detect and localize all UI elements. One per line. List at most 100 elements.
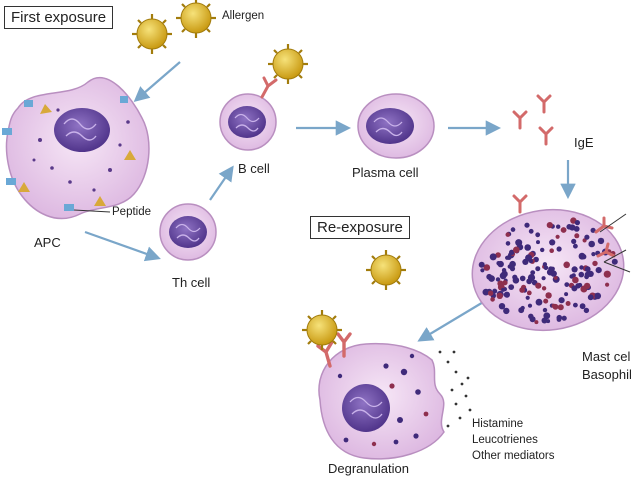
peptide-pointer — [73, 209, 111, 213]
apc-receptors — [2, 96, 128, 211]
allergen-particle — [132, 14, 172, 54]
mast-cell-granule — [513, 246, 520, 254]
mast-cell-granule — [594, 292, 602, 300]
mast-cell-granule — [535, 232, 541, 238]
mast-cell-granule — [495, 252, 501, 258]
allergen-particle — [366, 250, 406, 290]
mast-cell-granule — [597, 237, 605, 245]
mast-cell-granule — [498, 303, 506, 310]
mast-cell-granule — [541, 286, 547, 291]
mast-cell-granule — [574, 220, 581, 226]
mast-cell-granule — [561, 315, 567, 321]
re-exposure-label: Re-exposure — [310, 216, 410, 240]
arrow-th-cell-to-b-cell — [209, 165, 234, 201]
bound-ige — [316, 332, 352, 368]
mast-cell-granule — [583, 307, 590, 314]
mast-cell-granule — [489, 253, 497, 261]
mast-cell-granule — [556, 224, 561, 229]
mast-cell-granule — [549, 248, 554, 253]
mast-cell-granule — [560, 227, 567, 233]
mast-cell-granule — [549, 239, 556, 246]
mast-cell-granule — [525, 254, 533, 262]
degranulation-label: Degranulation — [328, 461, 409, 476]
mast-cell-granule — [524, 244, 531, 251]
mast-cell-granule — [519, 287, 526, 293]
mast-cell-granules — [478, 217, 618, 325]
mast-cell-granule — [545, 292, 552, 299]
mast-cell-granule — [578, 271, 585, 278]
other-mediators-label: Other mediators — [472, 450, 555, 462]
mast-cell-granule — [611, 258, 618, 265]
mast-cell-granule — [579, 303, 586, 310]
allergen-particle — [302, 310, 342, 350]
mast-cell-granule — [574, 233, 580, 239]
mast-cell-granule — [518, 307, 525, 314]
allergen-label: Allergen — [222, 10, 265, 22]
mast-cell-granule — [584, 266, 591, 273]
mast-cell-granule — [526, 278, 533, 285]
mast-cell-granule — [505, 232, 511, 237]
mast-cell-granule — [497, 260, 504, 268]
histamine-label: Histamine — [472, 418, 524, 430]
basophil-label: Basophil — [582, 367, 632, 382]
mast-cell-granule — [478, 261, 485, 268]
mast-cell-granule — [535, 266, 541, 272]
mast-cell-granule — [509, 249, 515, 255]
mast-cell-granule — [592, 260, 598, 267]
released-mediators — [438, 350, 472, 428]
mast-cell-granule — [502, 280, 508, 286]
mast-cell-granule — [571, 285, 578, 292]
mast-cell-granule — [553, 275, 558, 280]
mast-cell-granule — [571, 266, 578, 273]
mast-cell-granule — [509, 260, 516, 268]
mast-cell-granule — [556, 246, 562, 252]
mast-cell-granule — [528, 228, 534, 234]
mast-cell-granule — [505, 241, 511, 246]
ige-label: IgE — [574, 135, 594, 150]
mast-cell-granule — [501, 287, 506, 292]
mast-cell-granule — [541, 276, 546, 281]
allergen-particle — [176, 0, 216, 38]
mast-cell-granule — [535, 298, 543, 306]
mast-cell-granule — [496, 292, 503, 299]
mast-cell-granule — [550, 266, 555, 271]
plasma-cell — [357, 93, 435, 159]
mast-cell-granule — [482, 288, 490, 296]
mast-cell-granule — [588, 240, 595, 248]
mast-cell-granule — [573, 243, 578, 249]
mast-cell-granule — [528, 313, 534, 319]
arrow-mast-cell-to-degranulation — [417, 297, 491, 342]
mast-cell-granule — [483, 264, 491, 271]
apc-nucleus — [54, 108, 110, 152]
plasma-cell-label: Plasma cell — [352, 165, 419, 180]
peptide-label: Peptide — [112, 206, 152, 218]
mast-cell-granule — [605, 282, 610, 287]
mast-cell-granule — [492, 288, 498, 294]
apc-label: APC — [34, 235, 61, 250]
mast-cell-granule — [534, 320, 539, 325]
mast-cell-pointers — [599, 213, 631, 273]
mast-cell-granule — [573, 302, 578, 308]
mast-cell-granule — [503, 291, 510, 298]
mast-cell-granule — [487, 290, 494, 296]
mast-cell-granule — [579, 265, 584, 270]
mast-cell — [471, 194, 631, 332]
mast-cell-granule — [525, 295, 530, 300]
mast-cell-granule — [542, 307, 548, 313]
mast-cell-granule — [578, 252, 586, 260]
b-cell-label: B cell — [238, 161, 270, 176]
apc-cell — [2, 76, 150, 220]
arrow-apc-to-th-cell — [84, 230, 161, 262]
mast-cell-ige — [512, 194, 616, 258]
mast-cell-granule — [571, 273, 576, 278]
mast-cell-granule — [543, 312, 551, 320]
mast-cell-granule — [583, 282, 591, 290]
mast-cell-granule — [519, 275, 526, 282]
mast-cell-granule — [584, 271, 590, 277]
mast-cell-granule — [569, 224, 576, 231]
mast-cell-granule — [530, 270, 536, 275]
mast-cell-granule — [543, 265, 549, 271]
mast-cell-granule — [512, 277, 520, 284]
mast-cell-granule — [510, 227, 516, 232]
mast-cell-granule — [490, 297, 495, 302]
